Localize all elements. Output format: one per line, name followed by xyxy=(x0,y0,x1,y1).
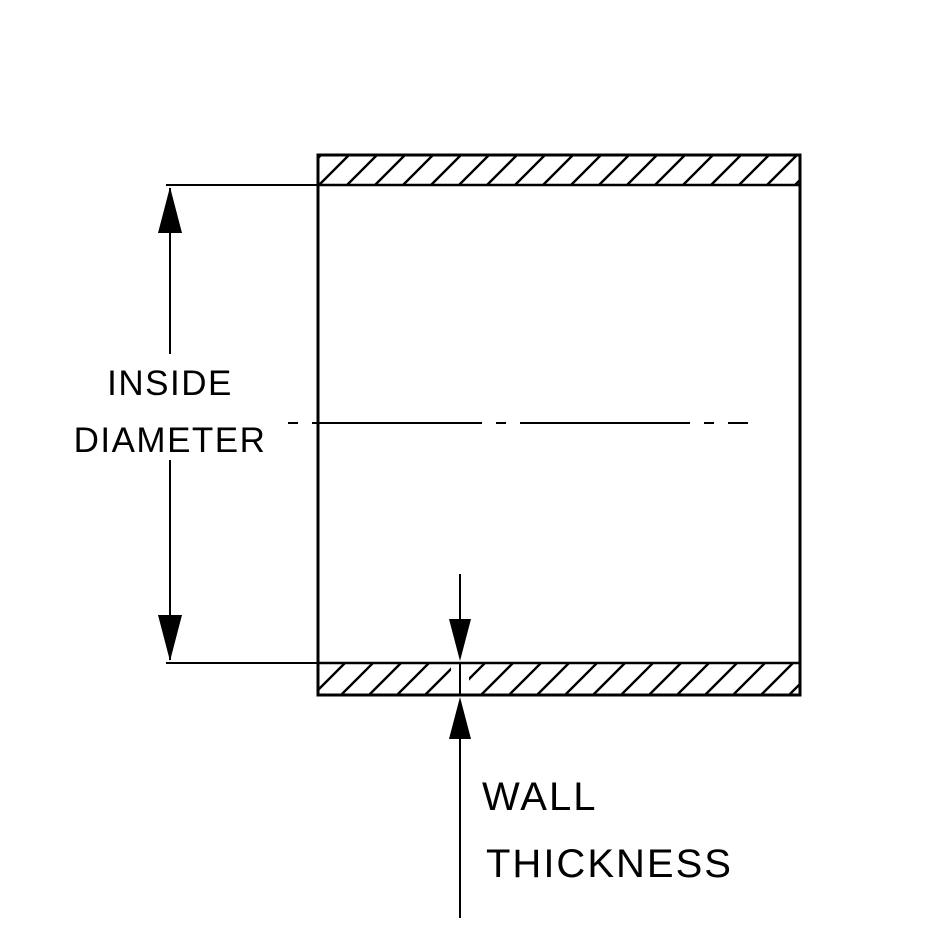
wall-thickness-arrow-up-icon xyxy=(449,697,471,739)
arrow-down-icon xyxy=(158,615,182,661)
wall-thickness-arrow-down-icon xyxy=(449,619,471,661)
wall-thickness-label-line2: THICKNESS xyxy=(486,842,733,886)
hose-body-outline xyxy=(316,153,802,697)
inside-diameter-label-line1: INSIDE xyxy=(107,364,233,403)
wall-thickness-label-line1: WALL xyxy=(482,775,597,819)
arrow-up-icon xyxy=(158,187,182,233)
top-wall-hatch xyxy=(318,155,800,185)
inside-diameter-label-line2: DIAMETER xyxy=(74,421,267,460)
bottom-wall-hatch xyxy=(318,663,800,695)
